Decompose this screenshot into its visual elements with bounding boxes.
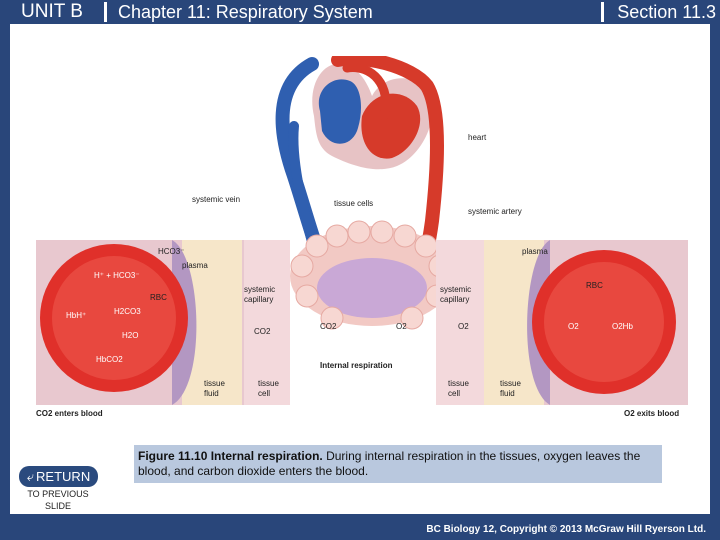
label-capillary-left-2: capillary bbox=[244, 295, 273, 304]
figure-caption: Figure 11.10 Internal respiration. Durin… bbox=[134, 445, 662, 483]
right-panel bbox=[436, 240, 688, 405]
label-tissue-cell-right: tissue bbox=[448, 379, 469, 388]
label-hbco2: HbCO2 bbox=[96, 355, 123, 364]
label-systemic-vein: systemic vein bbox=[192, 195, 240, 204]
tissue-cells bbox=[290, 220, 454, 330]
label-h2co3: H2CO3 bbox=[114, 307, 141, 316]
heart-illustration bbox=[312, 63, 433, 170]
label-o2hb: O2Hb bbox=[612, 322, 633, 331]
left-panel bbox=[36, 240, 290, 405]
copyright-text: BC Biology 12, Copyright © 2013 McGraw H… bbox=[426, 524, 706, 535]
label-h-hco3: H⁺ + HCO3⁻ bbox=[94, 271, 140, 280]
label-h2o: H2O bbox=[122, 331, 138, 340]
right-border bbox=[710, 24, 720, 540]
return-arrow-icon: ⤶ bbox=[26, 469, 35, 484]
label-capillary-right: systemic bbox=[440, 285, 471, 294]
label-heart: heart bbox=[468, 133, 487, 142]
label-co2-center: CO2 bbox=[320, 322, 337, 331]
label-tissue-cell-left: tissue bbox=[258, 379, 279, 388]
label-co2-left: CO2 bbox=[254, 327, 271, 336]
label-plasma-right: plasma bbox=[522, 247, 548, 256]
label-tissue-cell-left-2: cell bbox=[258, 389, 270, 398]
label-capillary-left: systemic bbox=[244, 285, 275, 294]
left-border bbox=[0, 24, 10, 540]
label-capillary-right-2: capillary bbox=[440, 295, 469, 304]
return-button-label: RETURN bbox=[36, 469, 91, 484]
footer-bar: BC Biology 12, Copyright © 2013 McGraw H… bbox=[0, 514, 720, 540]
internal-respiration-figure: heart systemic vein tissue cells systemi… bbox=[36, 56, 688, 418]
caption-title: Figure 11.10 Internal respiration. bbox=[138, 449, 323, 463]
label-tissue-fluid-left: tissue bbox=[204, 379, 225, 388]
label-hco3: HCO3⁻ bbox=[158, 247, 184, 256]
label-tissue-fluid-right-2: fluid bbox=[500, 389, 515, 398]
figure-labels: heart systemic vein tissue cells systemi… bbox=[36, 133, 679, 418]
chapter-title: Chapter 11: Respiratory System bbox=[118, 2, 373, 22]
section-label: Section 11.3 bbox=[617, 2, 716, 22]
header-divider bbox=[601, 2, 604, 22]
label-tissue-cell-right-2: cell bbox=[448, 389, 460, 398]
label-internal-respiration: Internal respiration bbox=[320, 361, 393, 370]
label-plasma-left: plasma bbox=[182, 261, 208, 270]
label-o2-right: O2 bbox=[458, 322, 469, 331]
caption-text: During internal respiration in the tissu… bbox=[138, 449, 641, 478]
label-o2-center: O2 bbox=[396, 322, 407, 331]
return-subtitle: TO PREVIOUS SLIDE bbox=[27, 489, 89, 511]
header-divider bbox=[104, 2, 107, 22]
label-hbh: HbH⁺ bbox=[66, 311, 86, 320]
label-tissue-fluid-right: tissue bbox=[500, 379, 521, 388]
label-co2-enters: CO2 enters blood bbox=[36, 409, 103, 418]
label-o2-exits: O2 exits blood bbox=[624, 409, 679, 418]
header-bar: UNIT B Chapter 11: Respiratory System Se… bbox=[0, 0, 720, 24]
return-button[interactable]: ⤶RETURN bbox=[19, 466, 98, 487]
label-rbc-left: RBC bbox=[150, 293, 167, 302]
label-systemic-artery: systemic artery bbox=[468, 207, 522, 216]
label-tissue-cells: tissue cells bbox=[334, 199, 373, 208]
label-o2-rbc: O2 bbox=[568, 322, 579, 331]
label-rbc-right: RBC bbox=[586, 281, 603, 290]
unit-label: UNIT B bbox=[21, 1, 83, 22]
label-tissue-fluid-left-2: fluid bbox=[204, 389, 219, 398]
